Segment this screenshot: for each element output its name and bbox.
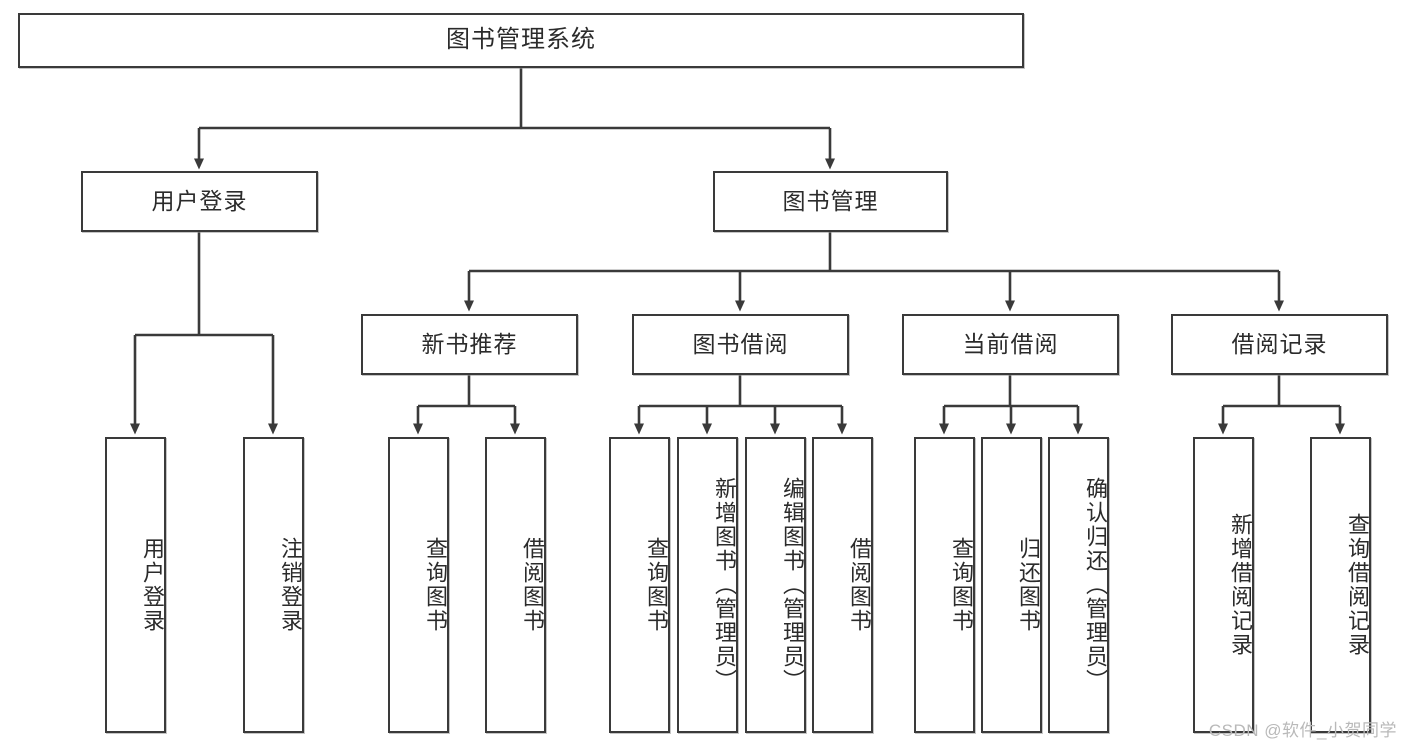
leaf-borrow-book-new[interactable]: 借阅图书 bbox=[485, 437, 546, 733]
leaf-query-book-current[interactable]: 查询图书 bbox=[914, 437, 975, 733]
leaf-confirm-return-admin[interactable]: 确认归还（管理员） bbox=[1048, 437, 1109, 733]
node-user-login[interactable]: 用户登录 bbox=[81, 171, 318, 232]
node-borrow-record[interactable]: 借阅记录 bbox=[1171, 314, 1388, 375]
leaf-return-book[interactable]: 归还图书 bbox=[981, 437, 1042, 733]
node-book-management[interactable]: 图书管理 bbox=[713, 171, 948, 232]
leaf-logout[interactable]: 注销登录 bbox=[243, 437, 304, 733]
csdn-watermark: CSDN @软件_小贺同学 bbox=[1208, 721, 1397, 740]
leaf-user-login[interactable]: 用户登录 bbox=[105, 437, 166, 733]
leaf-add-book-admin[interactable]: 新增图书（管理员） bbox=[677, 437, 738, 733]
leaf-borrow-book[interactable]: 借阅图书 bbox=[812, 437, 873, 733]
leaf-query-book-borrow[interactable]: 查询图书 bbox=[609, 437, 670, 733]
leaf-add-borrow-record[interactable]: 新增借阅记录 bbox=[1193, 437, 1254, 733]
node-current-borrow[interactable]: 当前借阅 bbox=[902, 314, 1119, 375]
node-root-book-management-system[interactable]: 图书管理系统 bbox=[18, 13, 1024, 68]
leaf-edit-book-admin[interactable]: 编辑图书（管理员） bbox=[745, 437, 806, 733]
leaf-query-book-new[interactable]: 查询图书 bbox=[388, 437, 449, 733]
node-new-book-recommend[interactable]: 新书推荐 bbox=[361, 314, 578, 375]
leaf-query-borrow-record[interactable]: 查询借阅记录 bbox=[1310, 437, 1371, 733]
node-book-borrow[interactable]: 图书借阅 bbox=[632, 314, 849, 375]
